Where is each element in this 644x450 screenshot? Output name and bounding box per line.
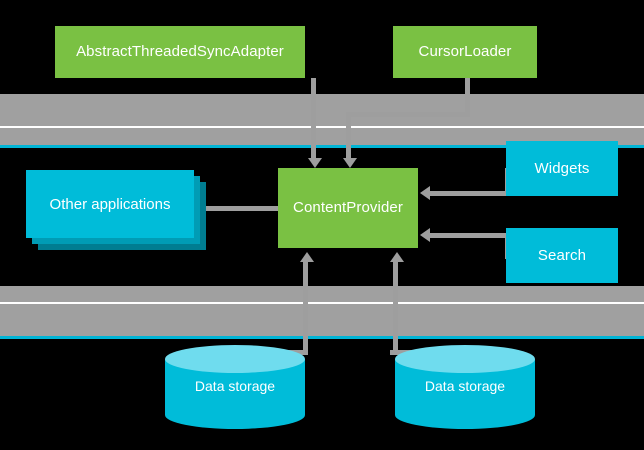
node-other-applications[interactable]: Other applications bbox=[26, 170, 206, 250]
node-search[interactable]: Search bbox=[506, 228, 618, 283]
node-cursor-loader[interactable]: CursorLoader bbox=[393, 26, 537, 78]
cylinder-bottom-ellipse bbox=[395, 401, 535, 429]
cylinder-top-ellipse bbox=[165, 345, 305, 373]
node-widgets[interactable]: Widgets bbox=[506, 141, 618, 196]
band-lower bbox=[0, 286, 644, 338]
node-data-storage-left[interactable]: Data storage bbox=[165, 345, 305, 429]
cylinder-bottom-ellipse bbox=[165, 401, 305, 429]
node-data-storage-right[interactable]: Data storage bbox=[395, 345, 535, 429]
edge-search-horizontal bbox=[430, 233, 510, 238]
edge-cursorloader-to-contentprovider bbox=[465, 78, 470, 114]
rule-white-upper bbox=[0, 126, 644, 128]
cylinder-top-ellipse bbox=[395, 345, 535, 373]
edge-syncadapter-to-contentprovider bbox=[311, 78, 316, 160]
band-upper bbox=[0, 94, 644, 147]
node-label: ContentProvider bbox=[293, 199, 403, 217]
node-abstract-threaded-sync-adapter[interactable]: AbstractThreadedSyncAdapter bbox=[55, 26, 305, 78]
edge-cursorloader-arrowhead-icon bbox=[343, 158, 357, 168]
node-label: Search bbox=[537, 246, 587, 264]
node-label: CursorLoader bbox=[418, 43, 512, 61]
edge-search-arrowhead-icon bbox=[420, 228, 430, 242]
rule-cyan-lower bbox=[0, 336, 644, 339]
edge-datastorage-left-vertical bbox=[303, 262, 308, 354]
edge-datastorage-left-arrowhead-icon bbox=[300, 252, 314, 262]
rule-cyan-upper bbox=[0, 145, 644, 148]
node-label: Other applications bbox=[49, 195, 171, 213]
edge-datastorage-right-arrowhead-icon bbox=[390, 252, 404, 262]
edge-contentprovider-to-otherapps bbox=[200, 206, 282, 211]
node-label: Widgets bbox=[534, 159, 590, 177]
edge-widgets-horizontal bbox=[430, 191, 510, 196]
rule-white-lower bbox=[0, 302, 644, 304]
edge-cursorloader-drop bbox=[346, 112, 351, 160]
node-content-provider[interactable]: ContentProvider bbox=[278, 168, 418, 248]
edge-syncadapter-arrowhead-icon bbox=[308, 158, 322, 168]
stack-sheet-front bbox=[26, 170, 194, 238]
node-label: Data storage bbox=[194, 378, 276, 394]
node-label: AbstractThreadedSyncAdapter bbox=[76, 43, 284, 61]
edge-datastorage-right-vertical bbox=[393, 262, 398, 354]
node-label: Data storage bbox=[424, 378, 506, 394]
edge-cursorloader-horizontal bbox=[346, 112, 470, 117]
edge-widgets-arrowhead-icon bbox=[420, 186, 430, 200]
